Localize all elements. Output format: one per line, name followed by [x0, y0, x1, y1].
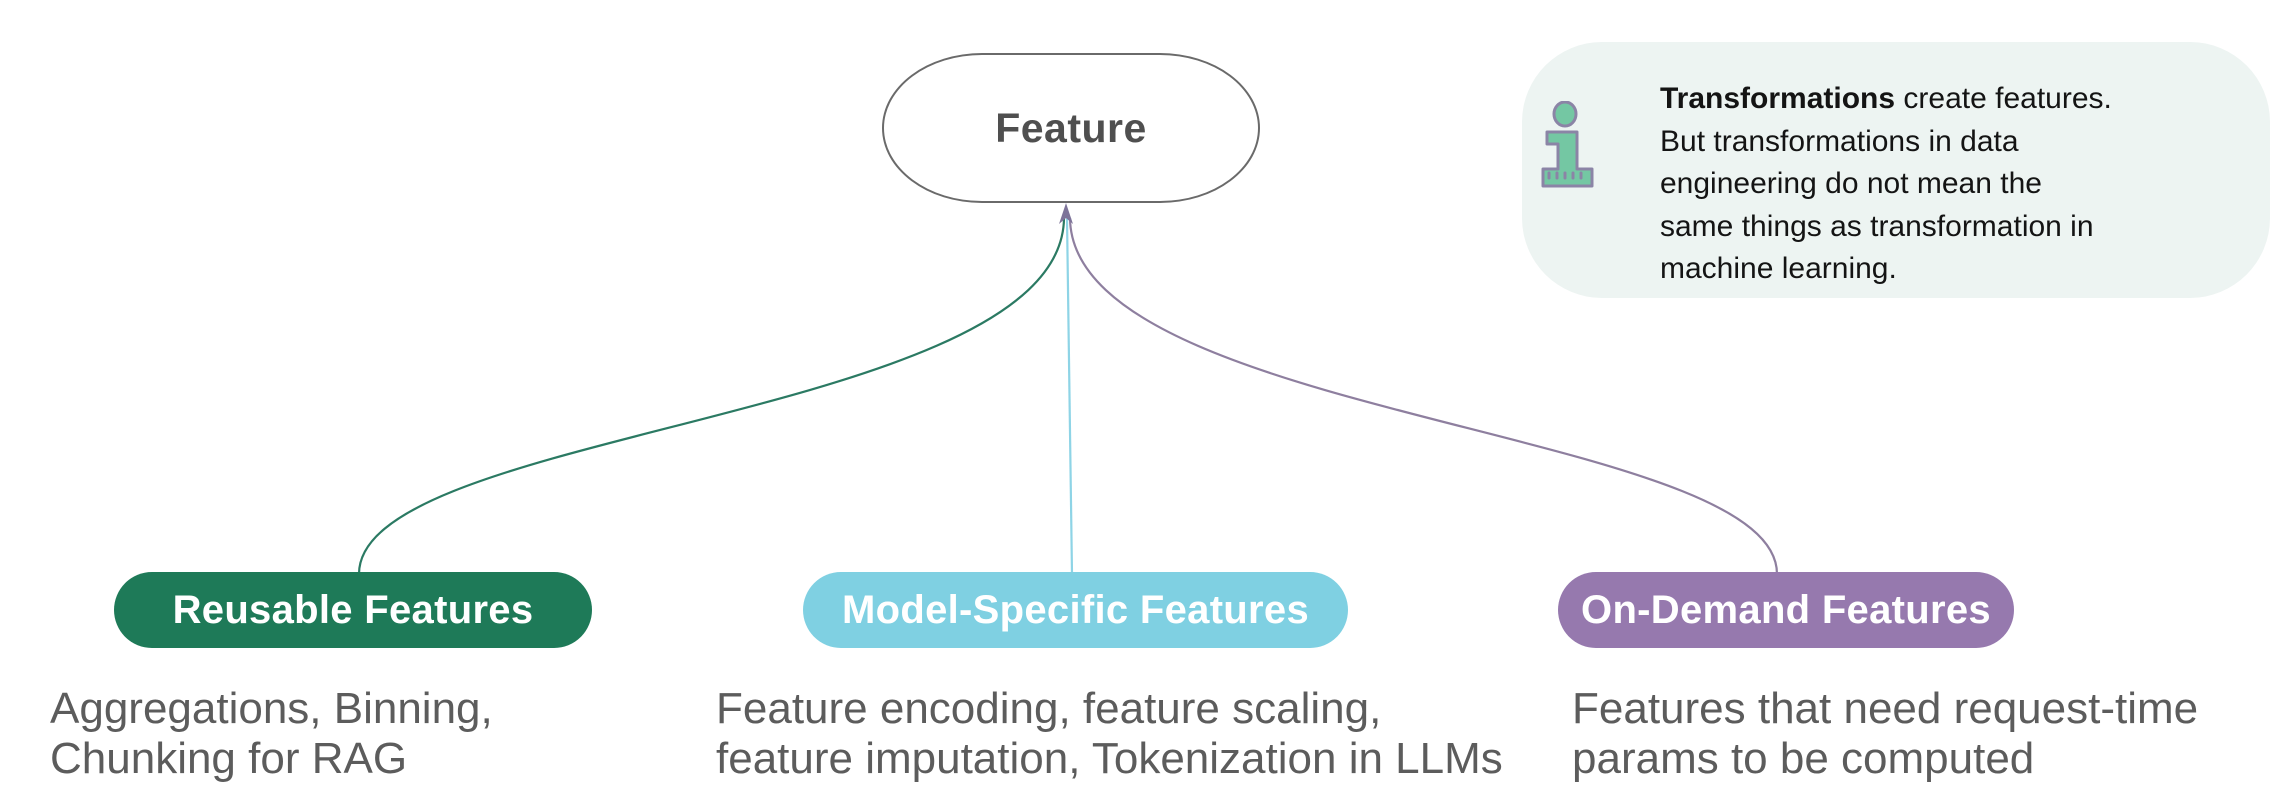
node-on-demand-features: On-Demand Features — [1558, 572, 2014, 648]
info-icon — [1541, 101, 1594, 188]
node-reusable-features: Reusable Features — [114, 572, 592, 648]
caption-on-demand-features: Features that need request-time params t… — [1572, 684, 2199, 783]
arrowhead-icon — [1059, 203, 1073, 224]
node-model-specific-features: Model-Specific Features — [803, 572, 1348, 648]
info-note-text: Transformations create features. But tra… — [1660, 78, 2260, 291]
node-feature: Feature — [882, 53, 1260, 203]
connector-on-demand — [1068, 217, 1779, 575]
connector-reusable — [357, 217, 1066, 575]
info-note: Transformations create features. But tra… — [1522, 42, 2270, 298]
info-note-line: Transformations create features. — [1660, 82, 2112, 115]
connector-model-specific — [1065, 217, 1074, 575]
caption-reusable-features: Aggregations, Binning, Chunking for RAG — [50, 684, 493, 783]
node-model-specific-features-label: Model-Specific Features — [841, 587, 1310, 632]
node-reusable-features-label: Reusable Features — [172, 587, 534, 632]
info-note-line: engineering do not mean the — [1660, 167, 2042, 200]
info-note-line: machine learning. — [1660, 252, 1897, 285]
node-on-demand-features-label: On-Demand Features — [1581, 587, 1991, 632]
node-feature-label: Feature — [995, 104, 1147, 151]
info-note-line: But transformations in data — [1660, 124, 2019, 158]
caption-model-specific-features: Feature encoding, feature scaling, featu… — [716, 684, 1503, 783]
info-note-line: same things as transformation in — [1660, 209, 2094, 243]
